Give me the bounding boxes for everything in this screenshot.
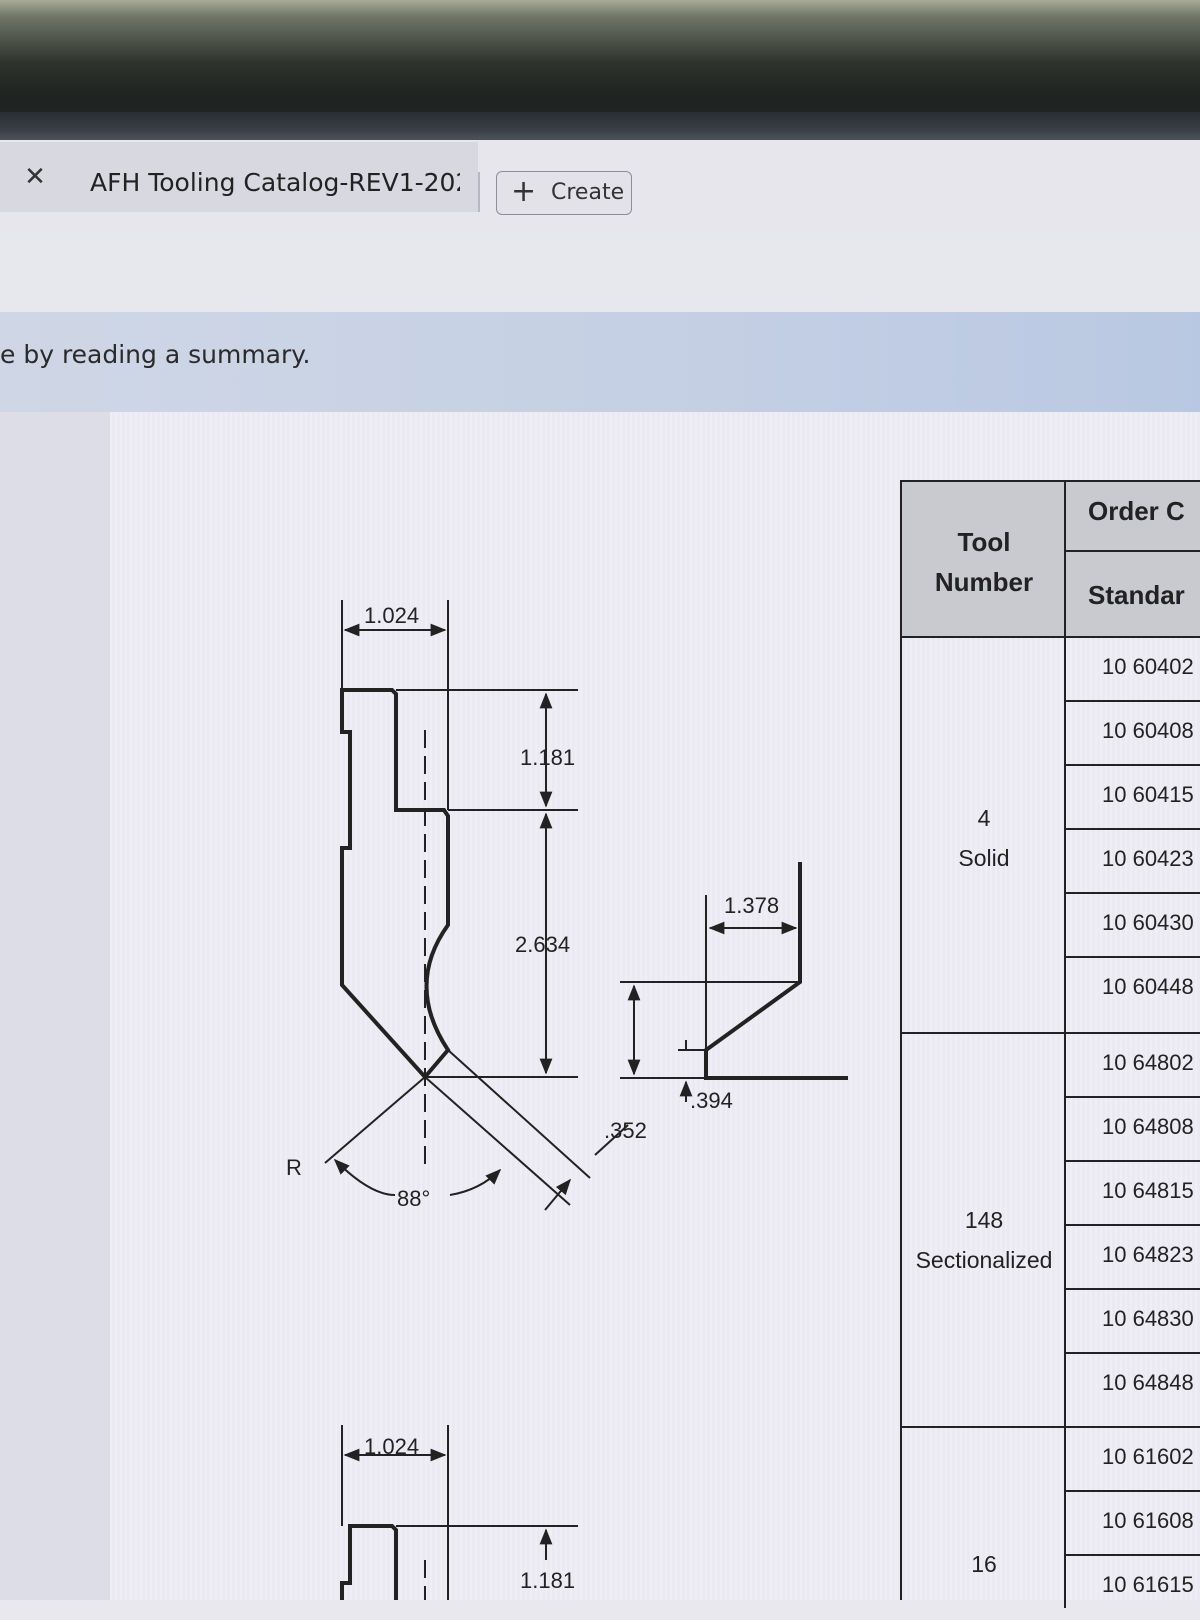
dim-radius: R <box>286 1155 302 1180</box>
order-code: 10 64808 <box>1102 1114 1194 1139</box>
dim-width-top: 1.024 <box>364 603 419 628</box>
header-order-code: Order C <box>1066 482 1200 552</box>
order-code: 10 61602 <box>1102 1444 1194 1469</box>
order-code: 10 64815 <box>1102 1178 1194 1203</box>
plus-icon: + <box>511 174 537 209</box>
table-row: 10 60402 <box>1066 638 1200 702</box>
order-code: 10 61608 <box>1102 1508 1194 1533</box>
tab-divider <box>478 172 480 212</box>
dim-offset-height: .394 <box>690 1088 733 1113</box>
dim-upper-height-bottom: 1.181 <box>520 1568 575 1593</box>
table-row: 10 60430 <box>1066 894 1200 958</box>
order-code-table: Tool Number Order C Standar 4 Solid 10 6… <box>900 480 1200 1608</box>
header-tool-number: Tool Number <box>902 482 1066 638</box>
tool-type: Sectionalized <box>915 1247 1053 1273</box>
dim-width-bottom: 1.024 <box>364 1434 419 1459</box>
toolbar-area <box>0 232 1200 312</box>
dim-lower-height: 2.634 <box>515 932 570 957</box>
order-code: 10 64848 <box>1102 1370 1194 1395</box>
summary-banner <box>0 312 1200 412</box>
table-row: 10 64830 <box>1066 1290 1200 1354</box>
table-row: 10 60448 <box>1066 958 1200 1034</box>
tool-number: 148 <box>964 1207 1004 1233</box>
monitor-edge <box>0 112 1200 142</box>
tool-group-sectionalized: 148 Sectionalized <box>902 1034 1066 1428</box>
summary-banner-text[interactable]: e by reading a summary. <box>0 340 311 369</box>
order-code: 10 64802 <box>1102 1050 1194 1075</box>
table-row: 10 60415 <box>1066 766 1200 830</box>
table-row: 10 64808 <box>1066 1098 1200 1162</box>
order-code: 10 60415 <box>1102 782 1194 807</box>
header-standard-label: Standar <box>1088 580 1185 610</box>
dim-angle: 88° <box>397 1186 430 1211</box>
order-code: 10 60402 <box>1102 654 1194 679</box>
table-row: 10 64823 <box>1066 1226 1200 1290</box>
table-row: 10 60408 <box>1066 702 1200 766</box>
table-row: 10 64815 <box>1066 1162 1200 1226</box>
order-code: 10 61615 <box>1102 1572 1194 1597</box>
header-tool-line2: Number <box>934 567 1034 597</box>
create-button[interactable]: + Create <box>496 171 632 215</box>
document-tab[interactable] <box>0 142 478 212</box>
close-icon[interactable]: ✕ <box>24 162 46 192</box>
dim-upper-height-top: 1.181 <box>520 745 575 770</box>
dim-offset-width: 1.378 <box>724 893 779 918</box>
tool-number: 4 <box>977 805 991 831</box>
order-code: 10 60408 <box>1102 718 1194 743</box>
tab-title[interactable]: AFH Tooling Catalog-REV1-2022... <box>90 168 460 197</box>
order-code: 10 60423 <box>1102 846 1194 871</box>
tool-type: Solid <box>958 845 1010 871</box>
tool-group-solid: 4 Solid <box>902 638 1066 1034</box>
table-row: 10 61608 <box>1066 1492 1200 1556</box>
order-code: 10 60430 <box>1102 910 1194 935</box>
tool-group-16: 16 <box>902 1428 1066 1608</box>
header-tool-line1: Tool <box>957 527 1011 557</box>
order-code: 10 60448 <box>1102 974 1194 999</box>
order-code: 10 64830 <box>1102 1306 1194 1331</box>
header-order-code-label: Order C <box>1088 496 1185 526</box>
order-code: 10 64823 <box>1102 1242 1194 1267</box>
tool-number: 16 <box>971 1551 997 1577</box>
create-button-label: Create <box>551 180 625 205</box>
table-row: 10 64802 <box>1066 1034 1200 1098</box>
dim-tip: .352 <box>604 1118 647 1143</box>
header-standard: Standar <box>1066 552 1200 638</box>
table-row: 10 61602 <box>1066 1428 1200 1492</box>
table-row: 10 64848 <box>1066 1354 1200 1428</box>
punch-profile-bottom <box>340 1524 398 1600</box>
punch-profile-top <box>340 688 451 1081</box>
table-row: 10 61615 <box>1066 1556 1200 1620</box>
table-row: 10 60423 <box>1066 830 1200 894</box>
